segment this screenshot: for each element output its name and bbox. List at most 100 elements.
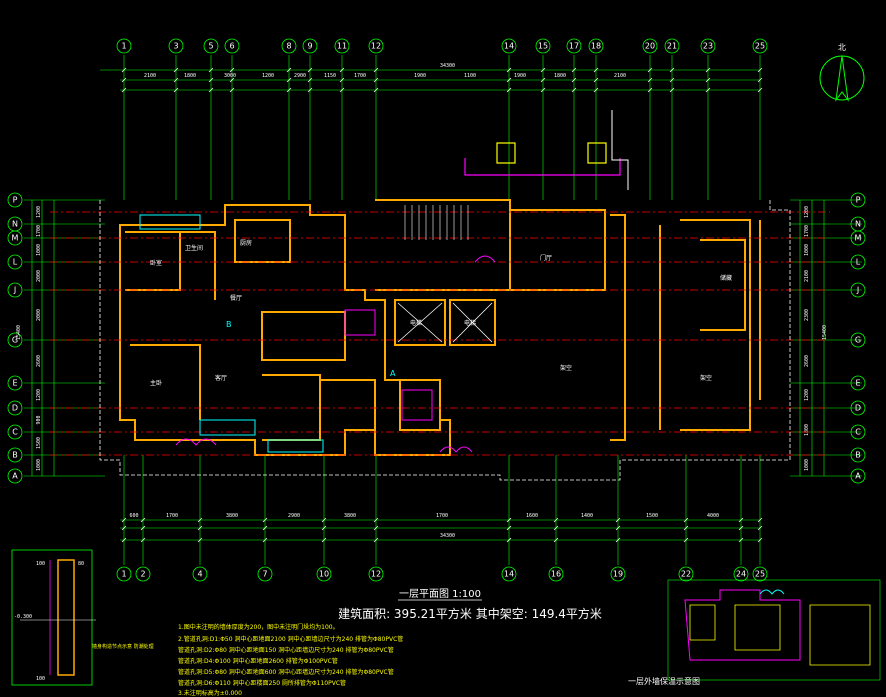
top-dim-value: 2100 bbox=[144, 73, 156, 79]
dim-tick bbox=[173, 67, 179, 73]
axis-bubble-left: E bbox=[12, 379, 17, 388]
axis-bubble-bottom: 1 bbox=[121, 570, 126, 579]
dim-tick bbox=[593, 67, 599, 73]
note-line: 1.图中未注明的墙体厚度为200，图中未注明门垛均为100。 bbox=[178, 623, 339, 631]
dim-tick bbox=[669, 67, 675, 73]
dim-tick bbox=[173, 87, 179, 93]
left-total-dim: 15400 bbox=[16, 325, 22, 340]
axis-bubble-left: G bbox=[12, 336, 18, 345]
dim-tick bbox=[373, 517, 379, 523]
window-top-left bbox=[139, 214, 201, 230]
dim-tick bbox=[506, 67, 512, 73]
axis-bubble-bottom: 16 bbox=[551, 570, 561, 579]
room-label: 架空 bbox=[560, 364, 572, 372]
room-label: 客厅 bbox=[215, 374, 227, 382]
dim-tick bbox=[197, 517, 203, 523]
top-dim-value: 1100 bbox=[464, 73, 476, 79]
dim-tick bbox=[705, 77, 711, 83]
dim-tick bbox=[757, 87, 763, 93]
bottom-dim-value: 4000 bbox=[707, 513, 719, 519]
room-labels: 卧室 卫生间 厨房 餐厅 客厅 主卧 电梯 电梯 门厅 架空 架空 储藏 A B bbox=[150, 239, 732, 387]
dim-tick bbox=[373, 77, 379, 83]
axis-bubble-bottom-circle bbox=[135, 566, 151, 582]
axis-bubble-right: C bbox=[855, 428, 861, 437]
axis-bubble-top: 3 bbox=[173, 42, 178, 51]
keyplan-shrub bbox=[759, 589, 785, 595]
bedroom-wall-3 bbox=[320, 379, 376, 430]
axis-bubble-top: 8 bbox=[286, 42, 291, 51]
bottom-dim-value: 600 bbox=[129, 513, 138, 519]
detail-dim: 100 bbox=[36, 676, 45, 682]
dim-tick bbox=[208, 77, 214, 83]
dim-tick bbox=[571, 67, 577, 73]
axis-bubble-right-circle bbox=[850, 400, 866, 416]
axis-bubble-top-circle bbox=[752, 38, 768, 54]
right-dim-value: 1000 bbox=[804, 459, 810, 471]
room-label: 厨房 bbox=[240, 239, 252, 247]
dim-tick bbox=[553, 517, 559, 523]
right-dim-value: 1700 bbox=[804, 225, 810, 237]
axis-bubble-left-circle bbox=[7, 332, 23, 348]
axis-bubble-right-circle bbox=[850, 447, 866, 463]
dim-tick bbox=[647, 67, 653, 73]
dim-tick bbox=[757, 537, 763, 543]
top-dim-value: 1200 bbox=[262, 73, 274, 79]
dim-tick bbox=[705, 67, 711, 73]
axis-bubble-top: 21 bbox=[667, 42, 677, 51]
dim-tick bbox=[121, 77, 127, 83]
axis-bubble-top: 23 bbox=[703, 42, 713, 51]
dim-tick bbox=[540, 87, 546, 93]
axis-bubble-left-circle bbox=[7, 447, 23, 463]
detail-frame bbox=[11, 549, 93, 686]
left-dim-value: 2600 bbox=[36, 355, 42, 367]
window-bottom-mid bbox=[267, 439, 324, 453]
axis-bubble-right: J bbox=[856, 286, 859, 295]
key-plan: 一层外墙保温示意图 bbox=[628, 579, 881, 686]
axis-bubble-top-circle bbox=[566, 38, 582, 54]
dim-tick bbox=[615, 537, 621, 543]
axis-bubble-left-circle bbox=[7, 254, 23, 270]
left-dim-value: 1700 bbox=[36, 225, 42, 237]
right-dim-value: 2100 bbox=[804, 270, 810, 282]
axis-bubble-right-circle bbox=[850, 468, 866, 484]
axis-bubble-bottom-circle bbox=[316, 566, 332, 582]
top-dim-value: 2100 bbox=[614, 73, 626, 79]
elevator-1-cross bbox=[397, 302, 443, 343]
axis-bubble-bottom-circle bbox=[192, 566, 208, 582]
room-label: 卧室 bbox=[150, 259, 162, 267]
axis-bubble-bottom-circle bbox=[678, 566, 694, 582]
dim-tick bbox=[121, 67, 127, 73]
dim-tick bbox=[286, 77, 292, 83]
bottom-dim-value: 1500 bbox=[646, 513, 658, 519]
dim-tick bbox=[593, 87, 599, 93]
bottom-dim-value: 1400 bbox=[581, 513, 593, 519]
axis-bubble-bottom: 14 bbox=[504, 570, 514, 579]
core-wall bbox=[375, 199, 511, 291]
dim-tick bbox=[506, 517, 512, 523]
axis-bubble-top: 20 bbox=[645, 42, 655, 51]
dim-tick bbox=[506, 87, 512, 93]
axis-bubble-left-circle bbox=[7, 282, 23, 298]
axis-bubble-left-circle bbox=[7, 230, 23, 246]
axis-bubble-left: P bbox=[13, 196, 18, 205]
dim-tick bbox=[307, 77, 313, 83]
note-line: 管道孔洞:D4:Φ100 洞中心距地面2600 排管为Φ100PVC管 bbox=[178, 657, 338, 665]
dim-tick bbox=[307, 67, 313, 73]
axis-bubble-left-circle bbox=[7, 375, 23, 391]
dim-tick bbox=[140, 517, 146, 523]
right-dim-value: 1200 bbox=[804, 389, 810, 401]
dim-tick bbox=[339, 67, 345, 73]
dim-tick bbox=[262, 537, 268, 543]
note-line: 3.未注明标高为±0.000 bbox=[178, 689, 242, 697]
dim-tick bbox=[593, 77, 599, 83]
zone-marker-b: B bbox=[226, 320, 232, 329]
top-dim-value: 1900 bbox=[514, 73, 526, 79]
top-dim-value: 2900 bbox=[294, 73, 306, 79]
dim-tick bbox=[669, 77, 675, 83]
axis-bubble-right: B bbox=[855, 451, 861, 460]
left-dim-value: 1200 bbox=[36, 389, 42, 401]
axis-bubble-bottom-circle bbox=[368, 566, 384, 582]
wall-detail: 100 80 100 -0.300 墙身构造节点示意 防潮处理 bbox=[11, 549, 154, 686]
axis-bubble-right-circle bbox=[850, 230, 866, 246]
